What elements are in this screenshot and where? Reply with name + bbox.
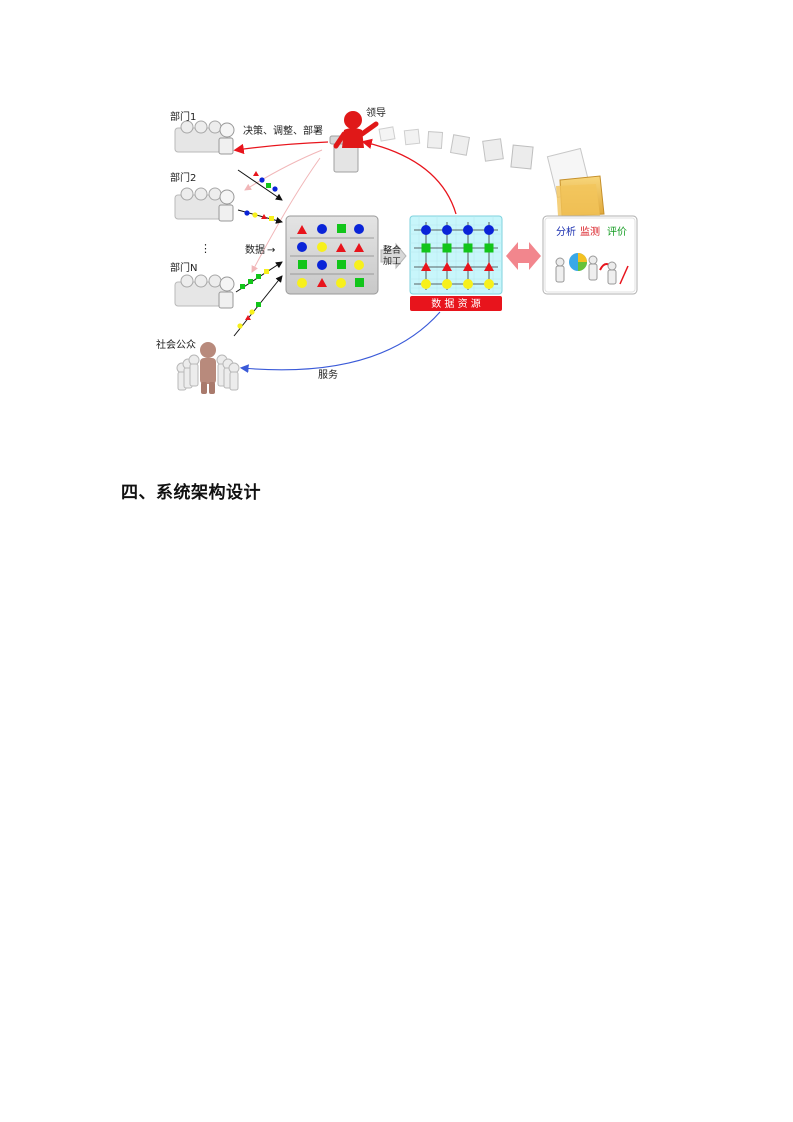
section-heading: 四、系统架构设计 [121,483,261,503]
department-1-label: 部门1 [170,110,196,123]
data-stream-3 [235,261,283,293]
service-arrow [239,311,441,373]
report-arrow [361,138,457,215]
raw-data-panel [285,215,379,295]
data-resource-banner [410,296,502,311]
decision-arrow [233,141,329,155]
leader-label: 领导 [366,106,386,119]
public-label: 社会公众 [156,338,196,351]
data-stream-1 [237,169,283,201]
department-1-group [174,120,235,155]
monitoring-label: 监测 [580,225,600,238]
people-icon [174,120,235,155]
data-stream-2 [237,209,283,224]
data-stream-4 [233,275,283,337]
integrate-label-top: 整合 [383,244,401,256]
analysis-label: 分析 [556,225,576,238]
decision-arrow-faded-n [251,157,321,273]
analysis-figures-icon [555,253,629,285]
public-crowd-icon [176,342,240,394]
department-2-group [174,187,235,222]
folder-icon [546,147,605,217]
data-label: 数据 [245,243,265,256]
double-arrow-icon [506,242,541,270]
evaluation-label: 评价 [607,226,627,238]
integrate-arrow-icon [380,242,407,270]
department-n-group [174,274,235,309]
leader-podium-icon [329,111,379,173]
people-icon [174,187,235,222]
integrate-label-bottom: 加工 [383,256,401,267]
decision-label: 决策、调整、部署 [243,124,323,137]
department-n-label: 部门N [170,261,197,274]
document-stream-icon [378,126,534,170]
data-resource-panel [409,215,503,295]
service-label: 服务 [318,368,338,381]
people-icon [174,274,235,309]
department-2-label: 部门2 [170,171,196,184]
data-arrow-glyph: → [267,245,275,256]
decision-arrow-faded-2 [244,149,323,191]
data-flow-diagram: 部门1 部门2 ⋮ 部门N 领导 决策、调整、部署 [0,0,793,420]
ellipsis-label: ⋮ [200,242,211,255]
data-resource-label: 数 据 资 源 [431,297,481,310]
